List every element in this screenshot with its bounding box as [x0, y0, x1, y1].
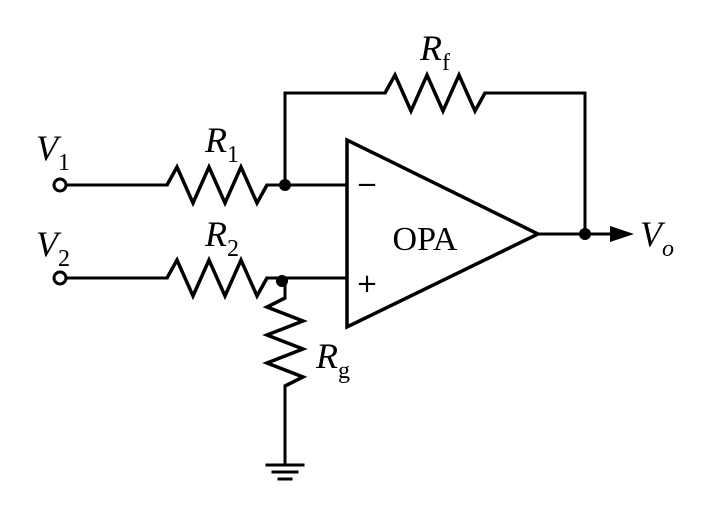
- label-v1: V1: [36, 128, 70, 176]
- noninverting-input-sign: +: [356, 269, 378, 299]
- junction-output: [579, 228, 591, 240]
- label-rf: Rf: [419, 28, 450, 76]
- label-v2: V2: [36, 224, 70, 272]
- resistor-r2: [165, 255, 269, 301]
- label-r2: R2: [204, 214, 239, 262]
- resistor-r1: [165, 162, 269, 208]
- terminal-v1: [52, 177, 68, 193]
- opamp-label: OPA: [393, 221, 458, 258]
- output-arrow-icon: [610, 226, 634, 242]
- label-r1: R1: [204, 120, 239, 168]
- ground-icon: [265, 463, 305, 481]
- label-vo: Vo: [640, 214, 674, 262]
- junction-noninverting: [276, 275, 288, 287]
- terminal-v2: [52, 270, 68, 286]
- junction-inverting: [279, 179, 291, 191]
- resistor-rg: [262, 296, 308, 388]
- inverting-input-sign: −: [356, 170, 378, 200]
- feedback-wire-right: [483, 91, 587, 238]
- resistor-rf: [383, 70, 487, 116]
- label-rg: Rg: [315, 336, 350, 384]
- opamp-triangle: [345, 137, 542, 330]
- feedback-wire-left: [283, 91, 387, 187]
